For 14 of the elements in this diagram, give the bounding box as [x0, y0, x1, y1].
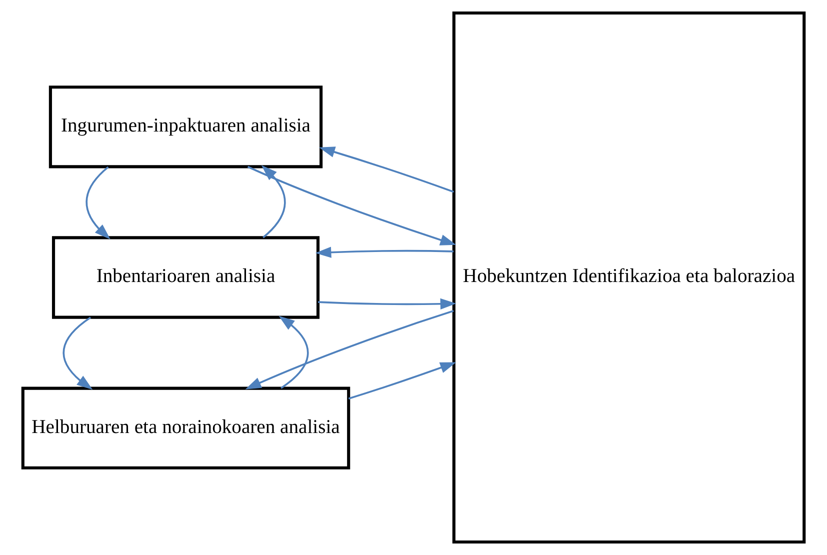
- arrow: [315, 246, 454, 258]
- arrow: [86, 166, 110, 240]
- node-box: Helburuaren eta norainokoaren analisia: [21, 386, 350, 470]
- arrow: [245, 310, 454, 390]
- node-box: Inbentarioaren analisia: [52, 236, 320, 319]
- arrow: [348, 362, 456, 400]
- arrow: [318, 298, 456, 310]
- node-box: Ingurumen-inpaktuaren analisia: [48, 86, 323, 168]
- arrow: [278, 316, 309, 389]
- node-box: Hobekuntzen Identifikazioa eta balorazioa: [452, 11, 806, 544]
- arrow: [247, 166, 456, 246]
- arrow: [318, 146, 454, 193]
- arrow: [261, 165, 286, 238]
- arrow: [62, 316, 93, 390]
